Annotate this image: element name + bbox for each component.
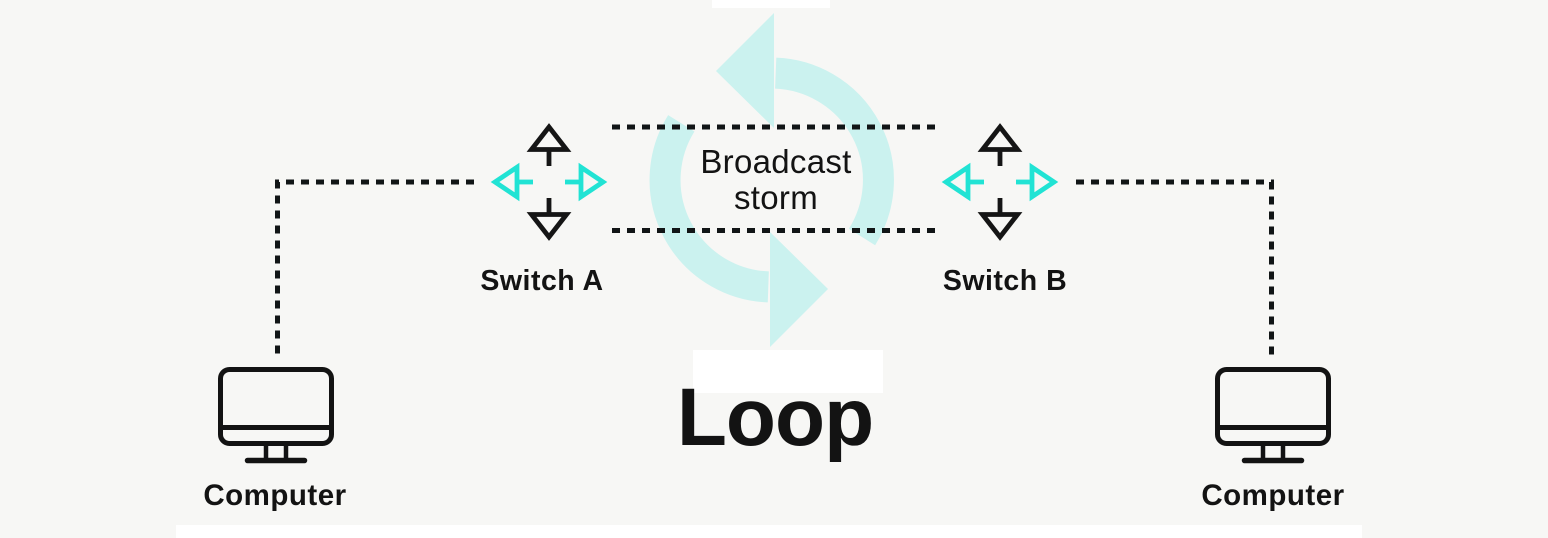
switch-a-icon: [490, 123, 608, 241]
arrow-up-icon: [977, 123, 1023, 166]
arrow-right-icon: [565, 162, 608, 202]
computer-left-label: Computer: [203, 479, 347, 512]
switch-b-icon: [941, 123, 1059, 241]
switch-a-label: Switch A: [480, 265, 604, 297]
broadcast-storm-line2: storm: [734, 179, 818, 216]
loop-arrowhead-left-icon: [716, 13, 774, 128]
loop-label-background: [693, 350, 883, 393]
dotted-link-computer-left: [275, 179, 474, 357]
arrow-up-icon: [526, 123, 572, 166]
loop-arc-top: [774, 57, 894, 246]
loop-arrowhead-right-icon: [770, 232, 828, 347]
arrow-down-icon: [977, 198, 1023, 241]
arrow-left-icon: [490, 162, 533, 202]
dotted-link-computer-right: [1076, 179, 1274, 357]
computer-right-label: Computer: [1201, 479, 1345, 512]
computer-left-icon: [218, 367, 334, 464]
computer-right-icon: [1215, 367, 1331, 464]
broadcast-storm-label: Broadcast storm: [700, 144, 851, 216]
bottom-white-strip: [176, 525, 1362, 538]
top-white-bar: [712, 0, 830, 8]
switch-b-label: Switch B: [942, 265, 1068, 297]
broadcast-storm-line1: Broadcast: [700, 143, 852, 180]
arrow-left-icon: [941, 162, 984, 202]
arrow-down-icon: [526, 198, 572, 241]
arrow-right-icon: [1016, 162, 1059, 202]
loop-label: Loop: [676, 372, 874, 463]
